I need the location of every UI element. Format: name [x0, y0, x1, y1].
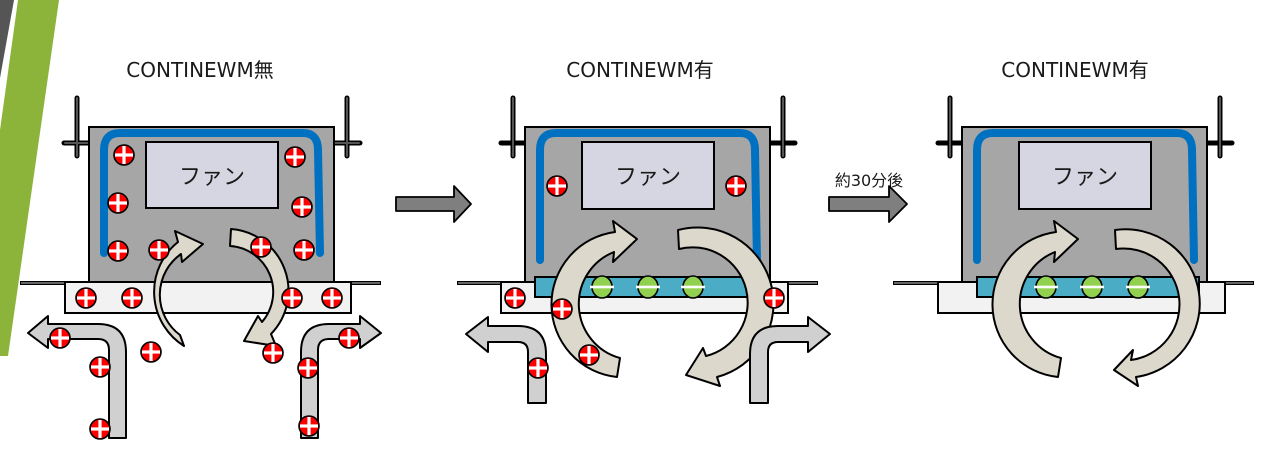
particle	[107, 192, 129, 214]
particle	[725, 175, 747, 197]
particle	[262, 342, 284, 364]
particle	[121, 287, 143, 309]
circulation-arrow-left	[991, 220, 1079, 378]
exhaust-arrow-right	[749, 316, 831, 404]
mount-bracket-left	[61, 95, 93, 159]
panel-with-continewm-after-30min: CONTINEWM有 ファン	[893, 58, 1254, 387]
exhaust-arrow-left	[465, 316, 547, 404]
particle	[763, 287, 785, 309]
panel-title: CONTINEWM無	[126, 58, 273, 82]
particle	[291, 196, 313, 218]
panel-with-continewm: CONTINEWM有 ファン	[457, 58, 831, 404]
mount-bracket-right	[331, 95, 363, 159]
particle	[49, 327, 71, 349]
dark-stripe	[0, 0, 14, 78]
transition-arrow-1	[395, 185, 472, 223]
particle	[250, 236, 272, 258]
airflow-duct	[536, 129, 761, 264]
particle	[527, 357, 549, 379]
fan-label: ファン	[615, 165, 681, 190]
particle	[551, 298, 573, 320]
panel-title: CONTINEWM有	[566, 58, 713, 82]
accent-stripe	[0, 0, 59, 356]
particle	[546, 175, 568, 197]
particle	[297, 357, 319, 379]
captured-particles	[1033, 275, 1151, 299]
particle	[338, 327, 360, 349]
particle	[293, 239, 315, 261]
particle	[89, 418, 111, 440]
airflow-duct	[100, 129, 324, 257]
circulation-arrow-left	[550, 220, 638, 378]
fan-label: ファン	[179, 165, 245, 190]
fan-box	[1018, 141, 1152, 210]
particle	[148, 239, 170, 261]
panel-without-continewm: CONTINEWM無 ファン	[20, 58, 382, 440]
particle	[89, 356, 111, 378]
fan-label: ファン	[1052, 165, 1118, 190]
panel-title: CONTINEWM有	[1001, 58, 1148, 82]
ceiling-panel	[64, 281, 352, 314]
particle	[140, 341, 162, 363]
exhaust-arrow-right	[300, 315, 382, 439]
circulation-arrow-right	[1113, 228, 1201, 387]
particle	[578, 344, 600, 366]
particle	[321, 287, 343, 309]
particle	[113, 144, 135, 166]
elapsed-time-label: 約30分後	[835, 171, 903, 190]
mount-bracket-left	[935, 95, 966, 159]
particle	[107, 240, 129, 262]
circulation-arrow-left	[153, 230, 204, 347]
particle	[284, 146, 306, 168]
particle	[75, 287, 97, 309]
mount-bracket-left	[498, 95, 529, 159]
airflow-duct	[973, 129, 1198, 264]
mount-bracket-right	[767, 95, 798, 159]
transition-arrow-2: 約30分後	[828, 171, 908, 223]
captured-particles	[589, 275, 706, 299]
particle	[504, 287, 526, 309]
fan-box	[145, 141, 279, 209]
exhaust-arrow-left	[27, 315, 127, 439]
fan-box	[581, 141, 715, 210]
particle	[298, 415, 320, 437]
particle	[281, 287, 303, 309]
mount-bracket-right	[1204, 95, 1235, 159]
